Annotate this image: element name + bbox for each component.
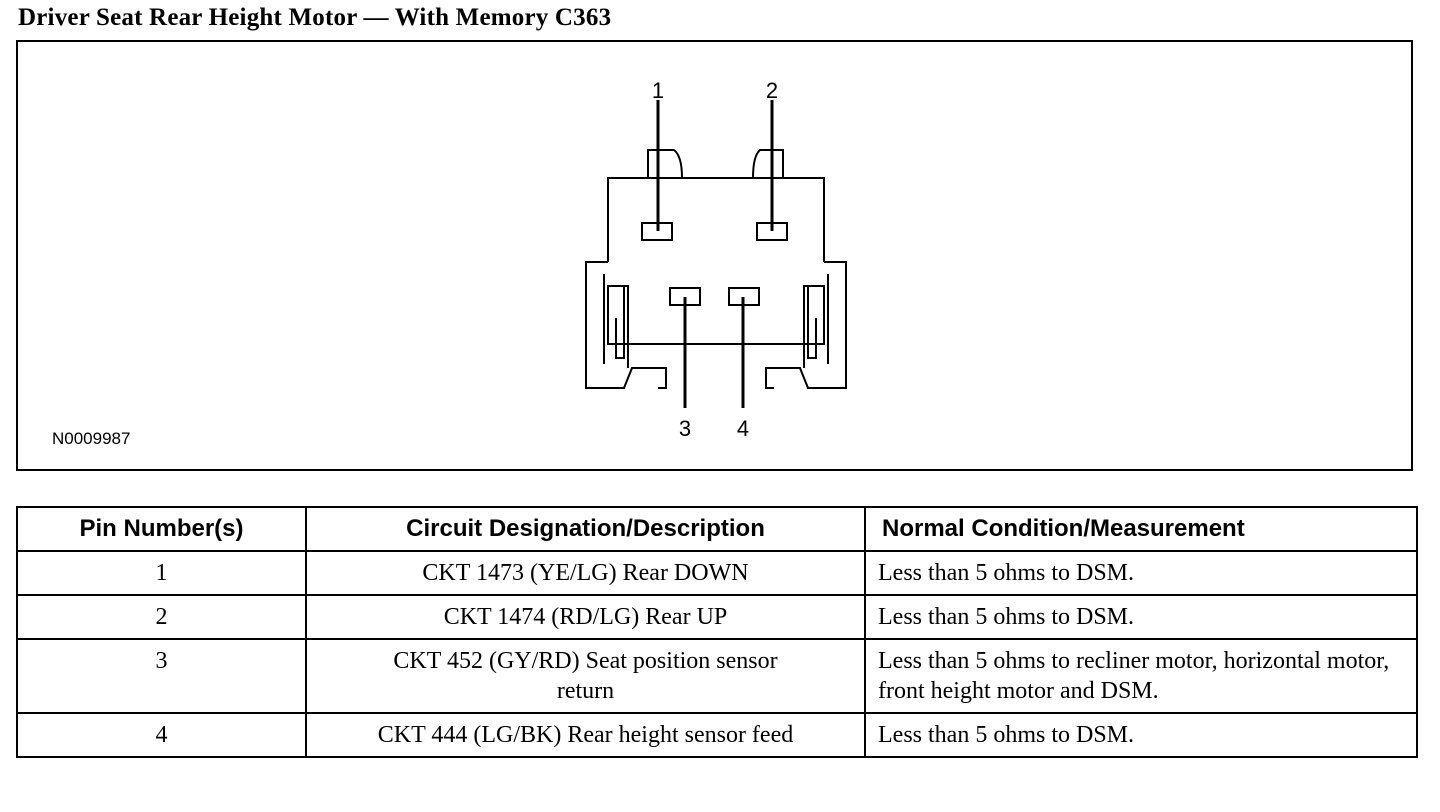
pin-label-2: 2 (766, 78, 778, 103)
pin-cell: 4 (16, 712, 307, 758)
pin-cell: 3 (16, 638, 307, 714)
circuit-cell: CKT 1474 (RD/LG) Rear UP (305, 594, 866, 640)
circuit-cell: CKT 1473 (YE/LG) Rear DOWN (305, 550, 866, 596)
measurement-cell: Less than 5 ohms to DSM. (864, 712, 1418, 758)
pin-table: Pin Number(s) Circuit Designation/Descri… (16, 506, 1418, 758)
column-header-circuit: Circuit Designation/Description (305, 506, 866, 552)
latch-tab-right (752, 149, 784, 179)
pin-cell: 1 (16, 550, 307, 596)
housing-top (607, 177, 825, 262)
connector-face-drawing: 1 2 3 4 N0009987 (52, 78, 847, 448)
lower-cavity (623, 286, 809, 345)
figure-code: N0009987 (52, 429, 130, 448)
pin-label-3: 3 (679, 416, 691, 441)
table-row: 3 CKT 452 (GY/RD) Seat position sensor r… (16, 638, 1418, 714)
circuit-cell: CKT 444 (LG/BK) Rear height sensor feed (305, 712, 866, 758)
connector-diagram: 1 2 3 4 N0009987 (16, 40, 1413, 471)
latch-tab-left (647, 149, 683, 179)
table-row: 4 CKT 444 (LG/BK) Rear height sensor fee… (16, 712, 1418, 758)
measurement-cell: Less than 5 ohms to recliner motor, hori… (864, 638, 1418, 714)
housing-left-side (585, 261, 667, 389)
measurement-cell: Less than 5 ohms to DSM. (864, 594, 1418, 640)
table-row: 2 CKT 1474 (RD/LG) Rear UP Less than 5 o… (16, 594, 1418, 640)
column-header-pin: Pin Number(s) (16, 506, 307, 552)
table-row: 1 CKT 1473 (YE/LG) Rear DOWN Less than 5… (16, 550, 1418, 596)
pin-cell: 2 (16, 594, 307, 640)
pin-label-1: 1 (652, 78, 664, 103)
pin-label-4: 4 (737, 416, 749, 441)
housing-right-side (765, 261, 847, 389)
column-header-measurement: Normal Condition/Measurement (864, 506, 1418, 552)
measurement-cell: Less than 5 ohms to DSM. (864, 550, 1418, 596)
page-title: Driver Seat Rear Height Motor — With Mem… (18, 4, 612, 31)
table-header-row: Pin Number(s) Circuit Designation/Descri… (16, 506, 1418, 552)
circuit-cell: CKT 452 (GY/RD) Seat position sensor ret… (305, 638, 866, 714)
